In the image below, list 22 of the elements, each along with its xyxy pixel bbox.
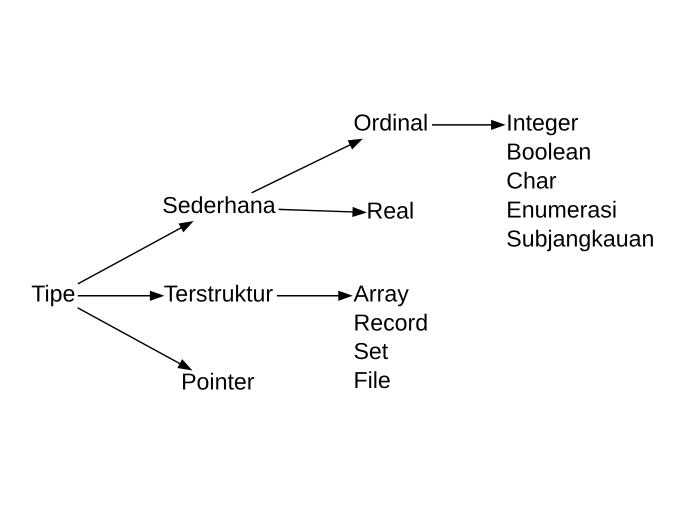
arrow — [251, 138, 363, 194]
node-label: Enumerasi — [506, 196, 617, 222]
arrow — [432, 120, 506, 130]
node-text: Real — [366, 198, 414, 224]
node-label: Record — [353, 309, 428, 336]
node-label: Char — [506, 167, 556, 194]
arrow — [78, 290, 164, 301]
node-label: Set — [353, 338, 388, 364]
node-label: Subjangkauan — [506, 225, 654, 252]
node-text: Sederhana — [162, 192, 276, 218]
node-text: Integer — [506, 109, 578, 136]
arrow — [276, 290, 353, 301]
node-label: Boolean — [506, 138, 592, 164]
arrow — [77, 307, 192, 371]
node-label: File — [353, 367, 391, 394]
node-text: Ordinal — [353, 109, 428, 136]
arrow — [278, 206, 367, 218]
arrow — [77, 221, 194, 284]
node-text: Pointer — [181, 368, 254, 395]
node-text: Tipe — [31, 280, 76, 306]
node-text: Array — [353, 280, 409, 306]
node-text: Terstruktur — [164, 280, 274, 306]
